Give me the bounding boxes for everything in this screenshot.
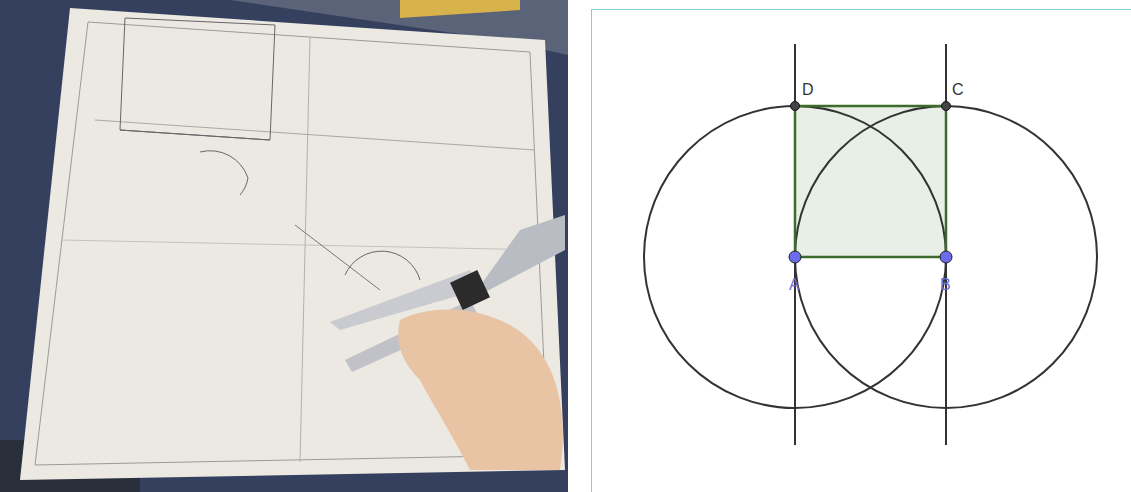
point-label: A <box>789 276 800 294</box>
point-label: B <box>940 276 951 294</box>
point-label: C <box>952 81 964 99</box>
point-label: D <box>802 81 814 99</box>
